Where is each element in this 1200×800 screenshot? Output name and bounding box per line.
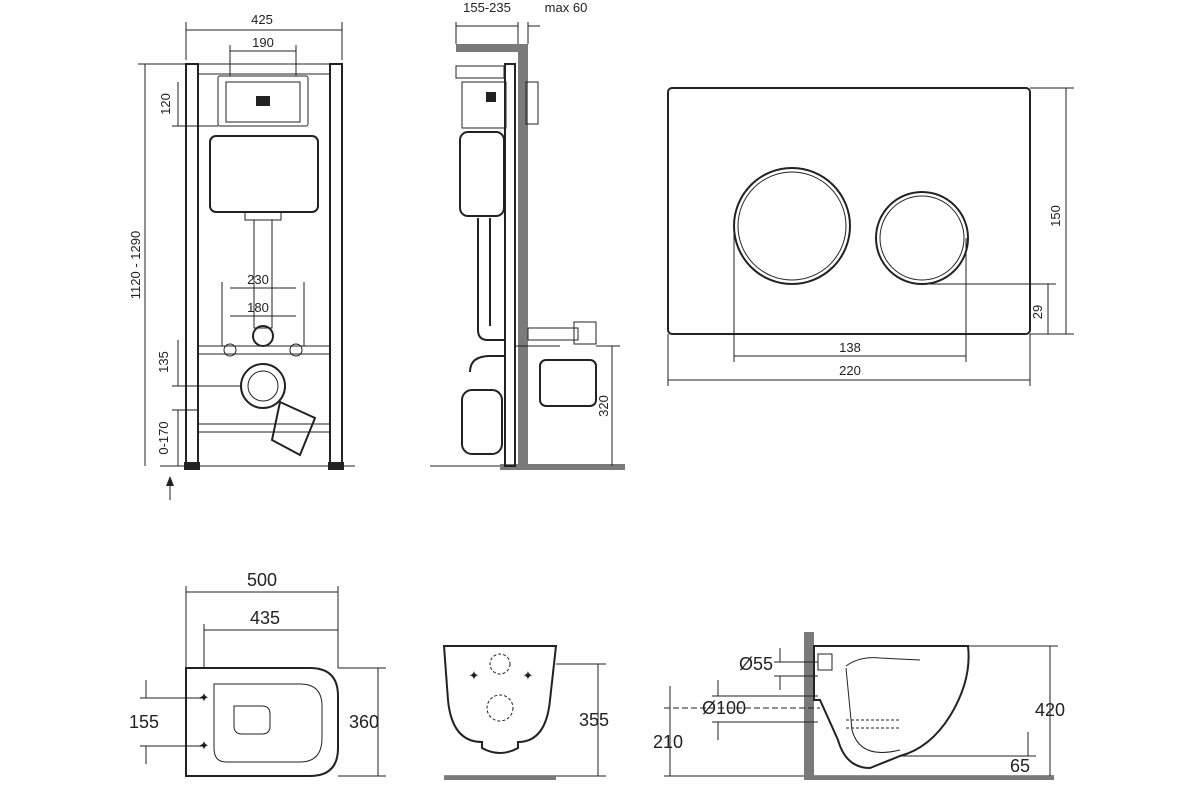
frame-front-dimensions: 425 190 1120 - 1290 120 230 180 135 0-17… bbox=[128, 12, 343, 500]
dim-inlet-diameter: Ø55 bbox=[739, 654, 773, 674]
dim-height-range: 1120 - 1290 bbox=[128, 231, 143, 299]
dim-bolt-spacing: 155 bbox=[129, 712, 159, 732]
frame-side-view bbox=[430, 44, 625, 470]
svg-text:✦: ✦ bbox=[523, 668, 534, 683]
frame-front-view bbox=[160, 63, 355, 470]
flush-plate-outline bbox=[667, 87, 1031, 335]
dim-side-height: 320 bbox=[596, 395, 611, 417]
flush-button-large bbox=[733, 167, 851, 285]
bowl-side-section bbox=[804, 632, 1054, 780]
svg-text:✦: ✦ bbox=[199, 738, 210, 753]
dim-depth-range: 155-235 bbox=[463, 0, 511, 15]
dim-plate-width: 220 bbox=[839, 363, 861, 378]
wall-section bbox=[518, 44, 528, 466]
bowl-top-dimensions: 500 435 360 155 bbox=[129, 570, 386, 777]
dim-pipe-spacing-inner: 180 bbox=[247, 300, 269, 315]
bowl-side-dimensions: Ø55 Ø100 210 420 65 bbox=[653, 645, 1065, 777]
svg-text:✦: ✦ bbox=[199, 690, 210, 705]
dim-top-offset: 120 bbox=[158, 93, 173, 115]
dim-front-width: 425 bbox=[251, 12, 273, 27]
dim-panel-width: 190 bbox=[252, 35, 274, 50]
dim-foot-range: 0-170 bbox=[156, 421, 171, 454]
dim-pipe-spacing-outer: 230 bbox=[247, 272, 269, 287]
dim-outlet-offset: 65 bbox=[1010, 756, 1030, 776]
bowl-back-dimensions: 355 bbox=[556, 663, 609, 777]
wall-top-hatch bbox=[456, 44, 528, 52]
dim-drain-height: 135 bbox=[156, 351, 171, 373]
dim-button-span: 138 bbox=[839, 340, 861, 355]
dim-button-offset: 29 bbox=[1030, 305, 1045, 319]
svg-text:✦: ✦ bbox=[469, 668, 480, 683]
dim-back-height: 355 bbox=[579, 710, 609, 730]
dim-wall-max: max 60 bbox=[545, 0, 588, 15]
flush-button-small bbox=[875, 191, 969, 285]
frame-side-dimensions: 155-235 max 60 320 bbox=[455, 0, 620, 466]
dim-plate-height: 150 bbox=[1048, 205, 1063, 227]
flush-plate-dimensions: 150 29 138 220 bbox=[667, 87, 1074, 386]
dim-outlet-height: 210 bbox=[653, 732, 683, 752]
bowl-top-view: ✦ ✦ bbox=[185, 667, 339, 777]
dim-bowl-inner-length: 435 bbox=[250, 608, 280, 628]
flush-plate bbox=[667, 87, 1031, 335]
dim-bowl-width: 360 bbox=[349, 712, 379, 732]
dim-bowl-height: 420 bbox=[1035, 700, 1065, 720]
dim-bowl-length: 500 bbox=[247, 570, 277, 590]
bowl-back-view: ✦ ✦ bbox=[442, 645, 558, 780]
wall-bowl-section bbox=[804, 632, 814, 776]
